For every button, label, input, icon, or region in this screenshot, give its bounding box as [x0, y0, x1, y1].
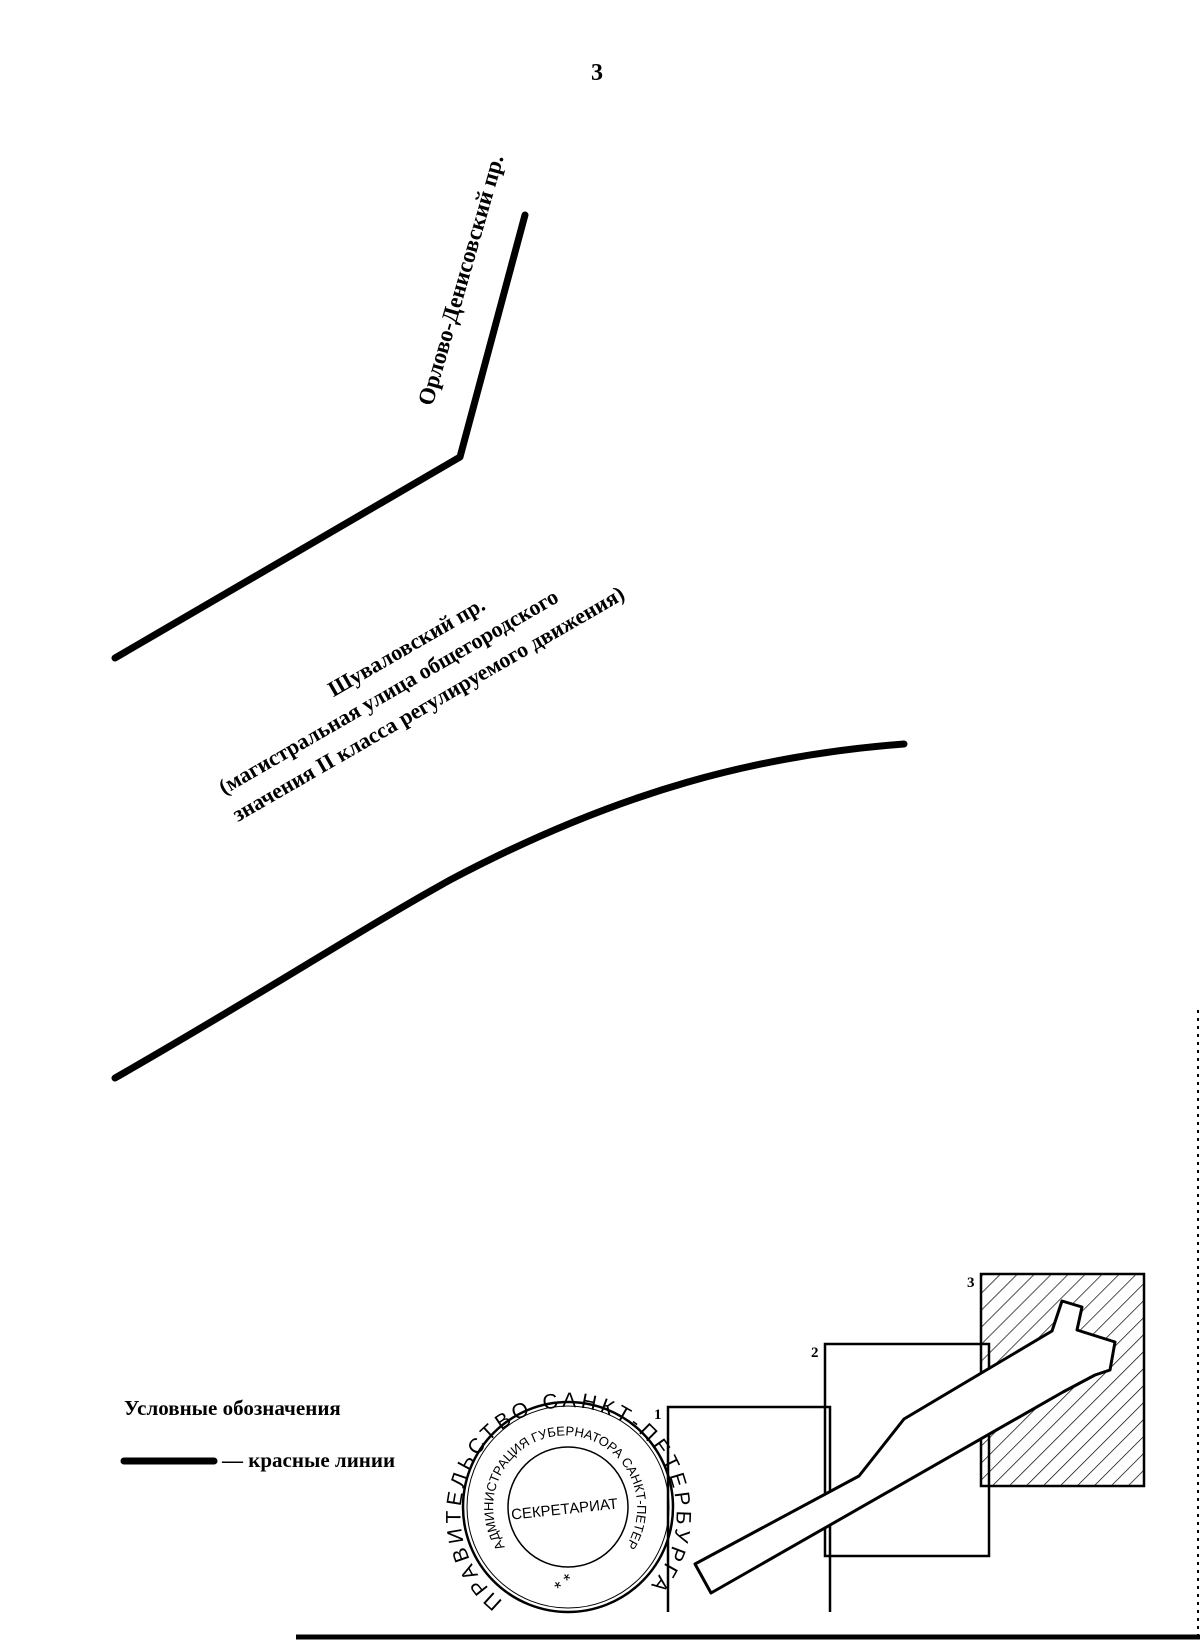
sheet-label-1: 1: [654, 1407, 662, 1423]
sheet-2-frame: [823, 1342, 991, 1558]
stamp-stars: * *: [550, 1570, 577, 1598]
page-number: 3: [591, 60, 603, 86]
sheet-label-2: 2: [811, 1345, 819, 1361]
legend-red-lines-label: — красные линии: [221, 1448, 395, 1472]
stamp-center-text: СЕКРЕТАРИАТ: [510, 1495, 618, 1523]
red-line-lower: [111, 740, 908, 1082]
legend-title: Условные обозначения: [124, 1396, 341, 1420]
street-description-line-2: значения II класса регулируемого движени…: [228, 581, 629, 827]
red-line-upper: [111, 211, 529, 662]
key-map: 1 2 3: [654, 1272, 1146, 1612]
street-label-orlovo-denisovsky: Орлово-Денисовский пр.: [413, 152, 509, 408]
planning-territory-outline: [693, 1299, 1117, 1595]
street-description-line-1: (магистральная улица общегородского: [214, 584, 562, 800]
official-stamp: ПРАВИТЕЛЬСТВО САНКТ-ПЕТЕРБУРГА АДМИНИСТР…: [0, 0, 691, 1615]
sheet-label-3: 3: [967, 1275, 975, 1291]
